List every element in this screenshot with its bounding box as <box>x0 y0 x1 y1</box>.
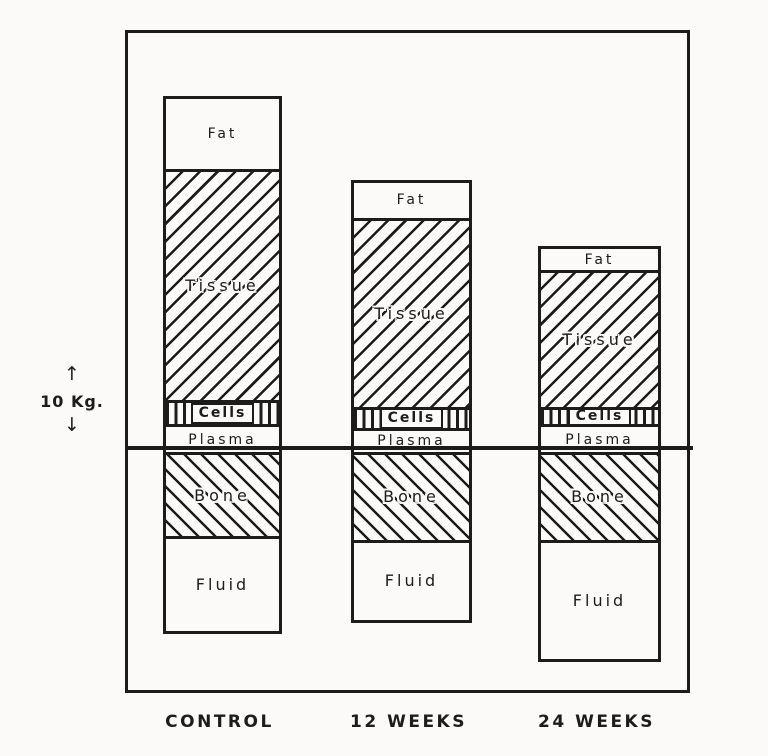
bar-segment-fat: Fat <box>166 98 279 169</box>
bar-segment-tissue: Tissue <box>541 270 658 407</box>
segment-label-tissue: Tissue <box>562 329 637 349</box>
bar-segment-cells: Cells <box>354 406 469 428</box>
segment-label-plasma: Plasma <box>188 431 257 448</box>
scale-label: 10 Kg. <box>40 392 104 411</box>
bar-segment-fluid: Fluid <box>541 539 658 659</box>
segment-label-cells: Cells <box>379 409 444 428</box>
plot-frame <box>125 30 690 693</box>
category-label: 24 WEEKS <box>538 712 655 732</box>
segment-label-fluid: Fluid <box>572 590 627 610</box>
bar-segment-tissue: Tissue <box>354 217 469 407</box>
segment-label-plasma: Plasma <box>377 433 446 450</box>
down-arrow-icon: ↓ <box>64 414 80 436</box>
segment-label-cells: Cells <box>567 409 632 424</box>
bar-segment-bone: Bone <box>166 452 279 536</box>
segment-label-cells: Cells <box>190 402 255 424</box>
bar-segment-tissue: Tissue <box>166 168 279 400</box>
segment-label-fat: Fat <box>584 251 615 268</box>
bar-segment-fluid: Fluid <box>166 536 279 631</box>
segment-label-tissue: Tissue <box>185 275 260 295</box>
category-label: CONTROL <box>165 712 274 732</box>
scale-marker: ↑ 10 Kg. ↓ <box>38 364 106 437</box>
segment-label-bone: Bone <box>194 485 251 505</box>
segment-label-bone: Bone <box>383 487 440 507</box>
segment-label-fat: Fat <box>207 125 238 142</box>
segment-label-bone: Bone <box>571 487 628 507</box>
bar-segment-fluid: Fluid <box>354 539 469 620</box>
bar-segment-bone: Bone <box>354 452 469 540</box>
bar-segment-bone: Bone <box>541 452 658 540</box>
segment-label-fluid: Fluid <box>384 571 439 591</box>
baseline-rule <box>125 446 693 450</box>
bar-segment-cells: Cells <box>166 399 279 424</box>
up-arrow-icon: ↑ <box>64 363 80 385</box>
bar-segment-fat: Fat <box>354 182 469 218</box>
segment-label-plasma: Plasma <box>565 431 634 448</box>
segment-label-fat: Fat <box>396 192 427 208</box>
segment-label-fluid: Fluid <box>195 574 250 594</box>
bar-segment-fat: Fat <box>541 249 658 270</box>
category-label: 12 WEEKS <box>350 712 467 732</box>
segment-label-tissue: Tissue <box>374 303 449 323</box>
bar-segment-cells: Cells <box>541 406 658 424</box>
